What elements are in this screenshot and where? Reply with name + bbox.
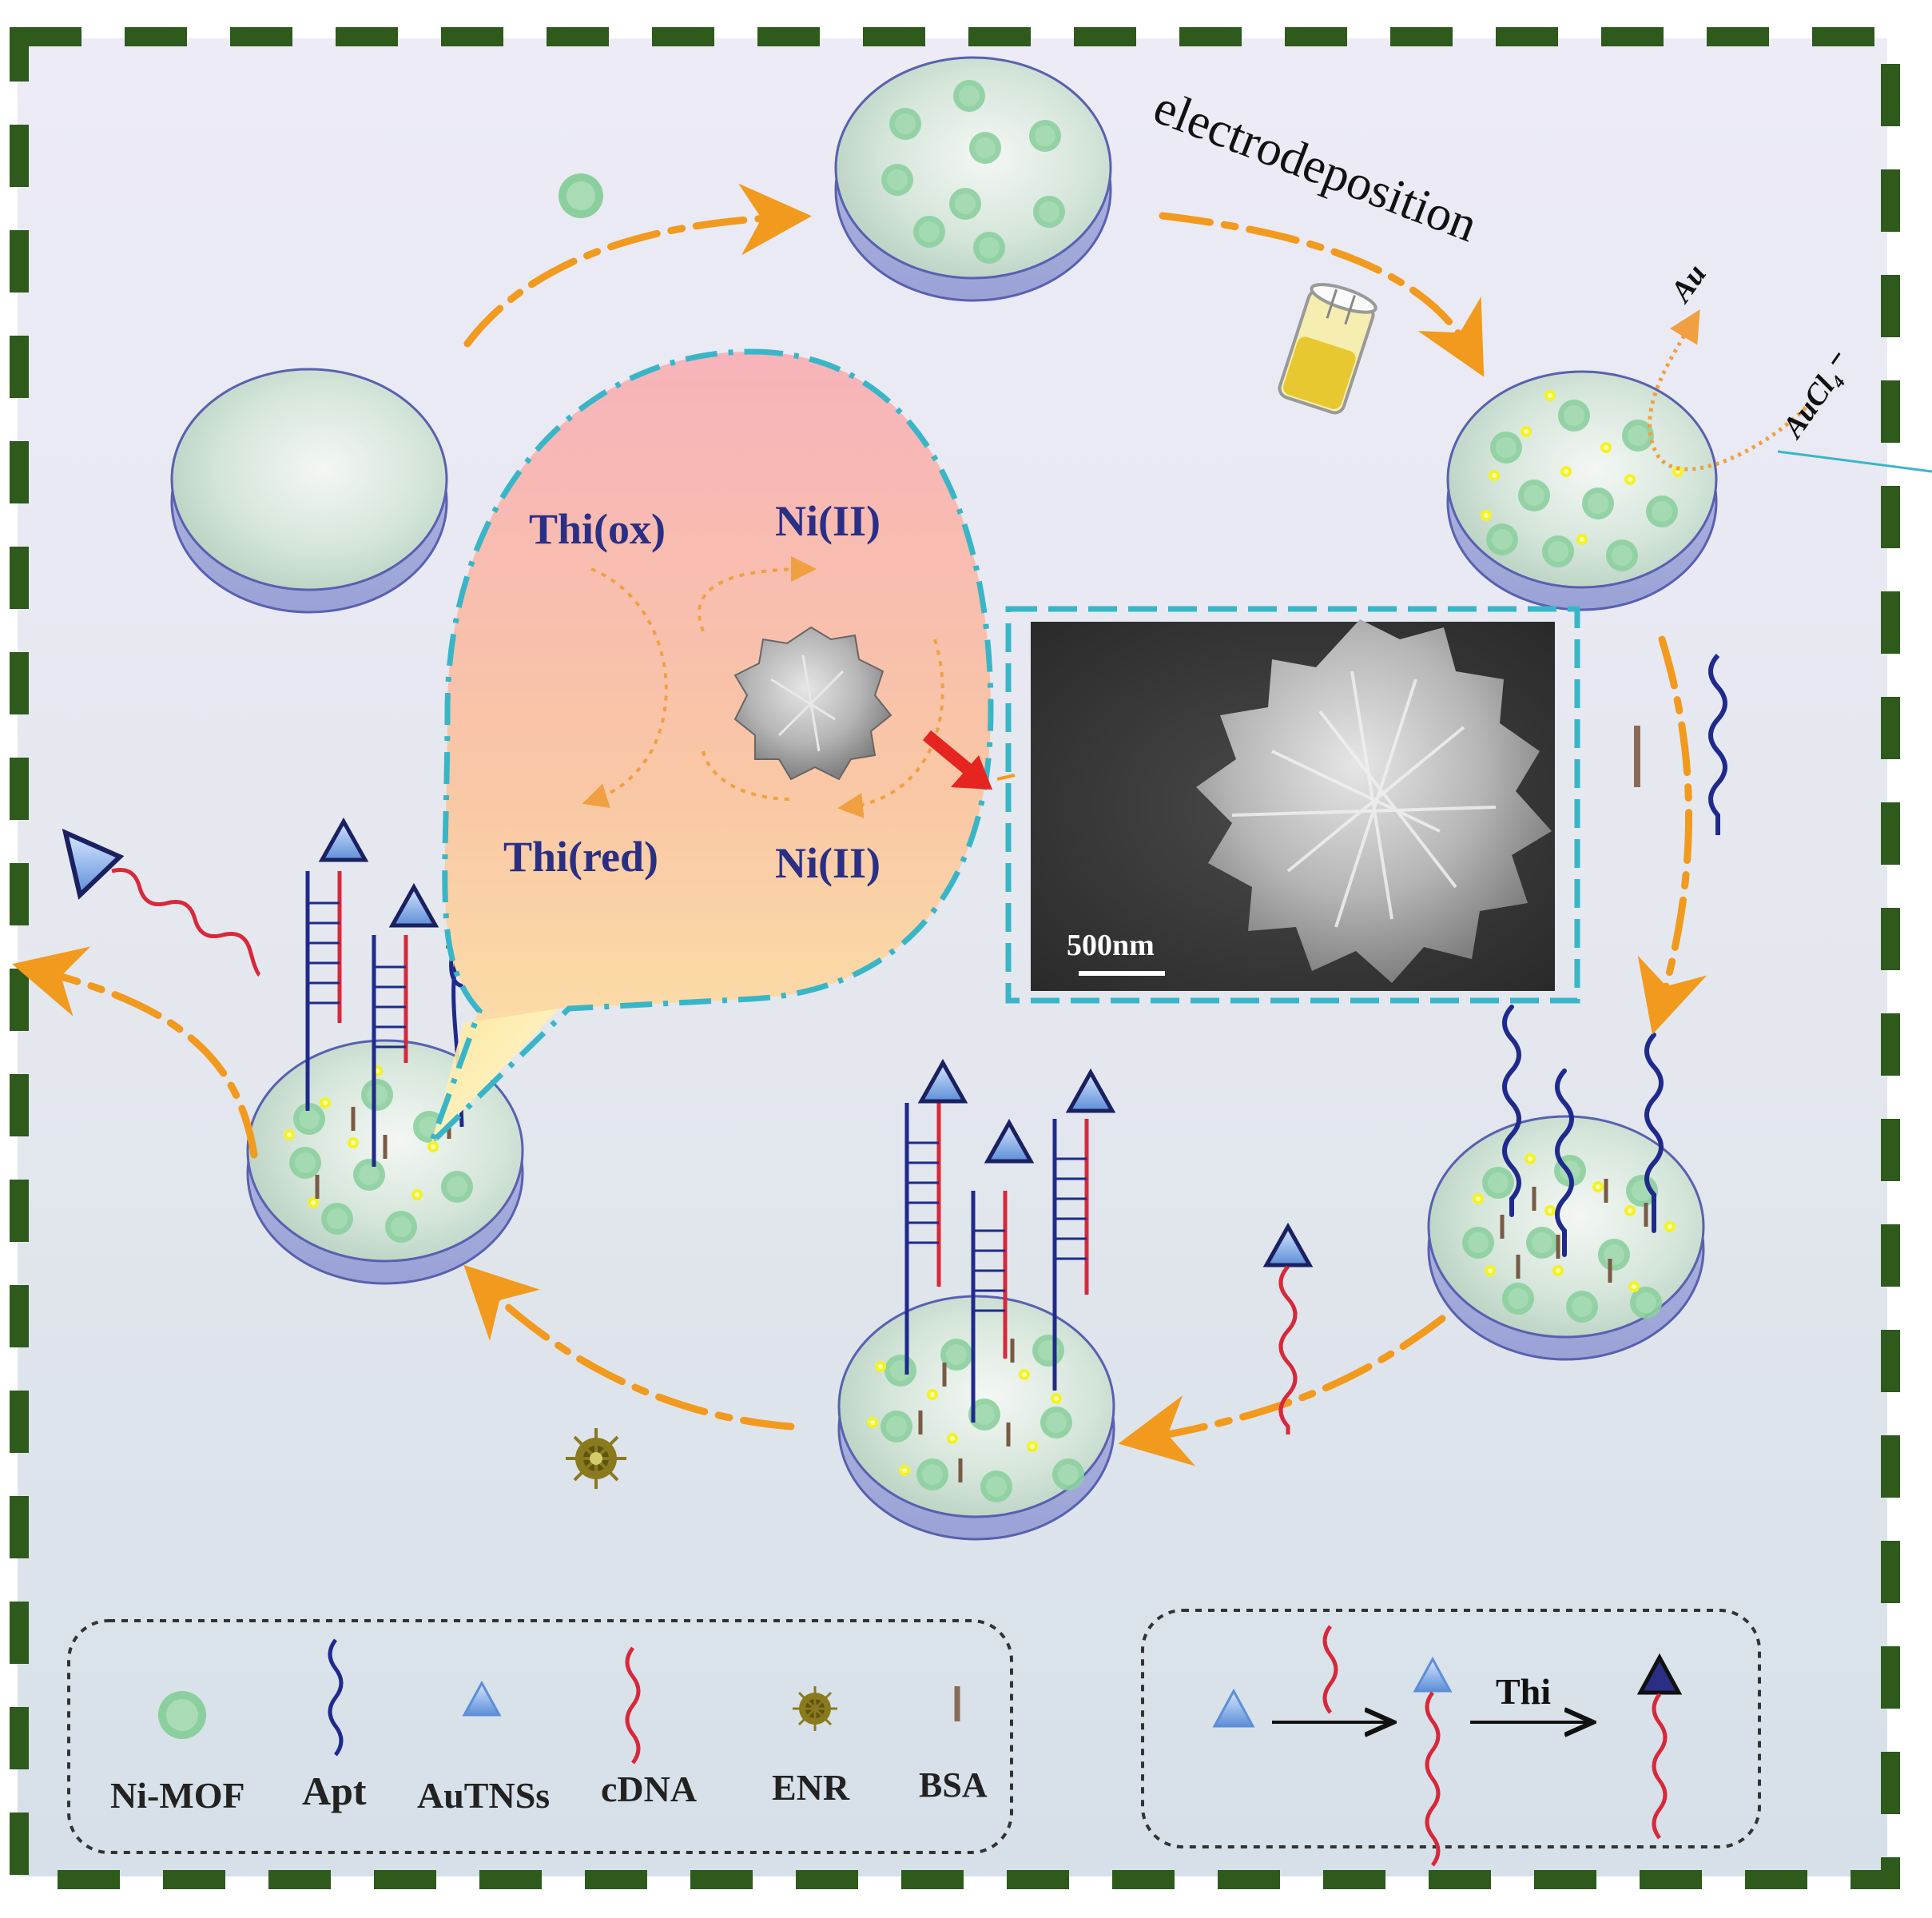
- legend-cdna-icon: [625, 1646, 641, 1765]
- arrow-step4: [1118, 1315, 1446, 1466]
- callout-line: [1777, 450, 1932, 473]
- arrow-step3: [1637, 635, 1707, 1035]
- legend-autnss-icon: [462, 1680, 502, 1717]
- redox-bubble: [428, 348, 994, 1145]
- legend-apt-icon: [328, 1638, 344, 1757]
- legend-label-apt: Apt: [302, 1769, 367, 1813]
- sem-image: 500nm: [1005, 606, 1580, 1004]
- arrow-step2: [1159, 212, 1485, 377]
- mof-flower-small: [733, 626, 892, 781]
- apt-icon-step3: [1708, 653, 1727, 835]
- au-deposited-electrode-disk: [1446, 370, 1718, 611]
- autnss-cdna-thi-final: [1636, 1653, 1683, 1695]
- legend-label-cdna: cDNA: [601, 1769, 697, 1809]
- zoom-red-arrow: [922, 730, 992, 790]
- ni-ii-top-label: Ni(II): [775, 497, 881, 545]
- background: [18, 38, 1887, 1876]
- legend-label-bsa: BSA: [919, 1765, 988, 1805]
- arrow-step1: [463, 183, 812, 348]
- autnss-cdna-intermediate: [1413, 1656, 1453, 1693]
- process-arrows: [12, 183, 1707, 1466]
- thi-ox-label: Thi(ox): [529, 505, 666, 553]
- ni-mof-electrode-disk: [834, 56, 1112, 302]
- thi-arrow-label: Thi: [1496, 1671, 1551, 1712]
- legend-label-autnss: AuTNSs: [417, 1775, 550, 1816]
- beaker-icon: [1278, 283, 1377, 415]
- enr-icon-step5: [566, 1428, 626, 1489]
- thi-red-label: Thi(red): [503, 833, 658, 881]
- scale-bar-label: 500nm: [1067, 929, 1155, 962]
- redox-cycle-arrows: [582, 556, 944, 818]
- legend-box: Ni-MOF Apt AuTNSs cDNA ENR BSA: [67, 1619, 1013, 1854]
- apt-strands-on-disk: [1502, 1005, 1664, 1257]
- bare-electrode-disk: [170, 368, 448, 614]
- duplex-electrode-disk: [837, 1295, 1115, 1541]
- autnss-icon-start: [1212, 1688, 1255, 1728]
- apt-cdna-duplexes: [904, 1058, 1116, 1423]
- arrow-step6: [12, 946, 258, 1159]
- dashed-frame: [10, 27, 1900, 1889]
- ni-ii-bottom-label: Ni(II): [775, 839, 881, 887]
- legend-label-ni-mof: Ni-MOF: [110, 1775, 245, 1816]
- legend-label-enr: ENR: [772, 1767, 850, 1808]
- arrow-step5: [463, 1264, 795, 1431]
- autnss-cdna-probe: [1262, 1222, 1314, 1435]
- ni-mof-particle: [559, 173, 603, 218]
- cdna-icon-incoming: [1322, 1625, 1338, 1714]
- released-autnss-cdna: [62, 828, 261, 977]
- thi-loading-box: Thi: [1141, 1609, 1761, 1867]
- legend-enr-icon: [793, 1686, 837, 1731]
- legend-ni-mof-icon: [158, 1691, 206, 1739]
